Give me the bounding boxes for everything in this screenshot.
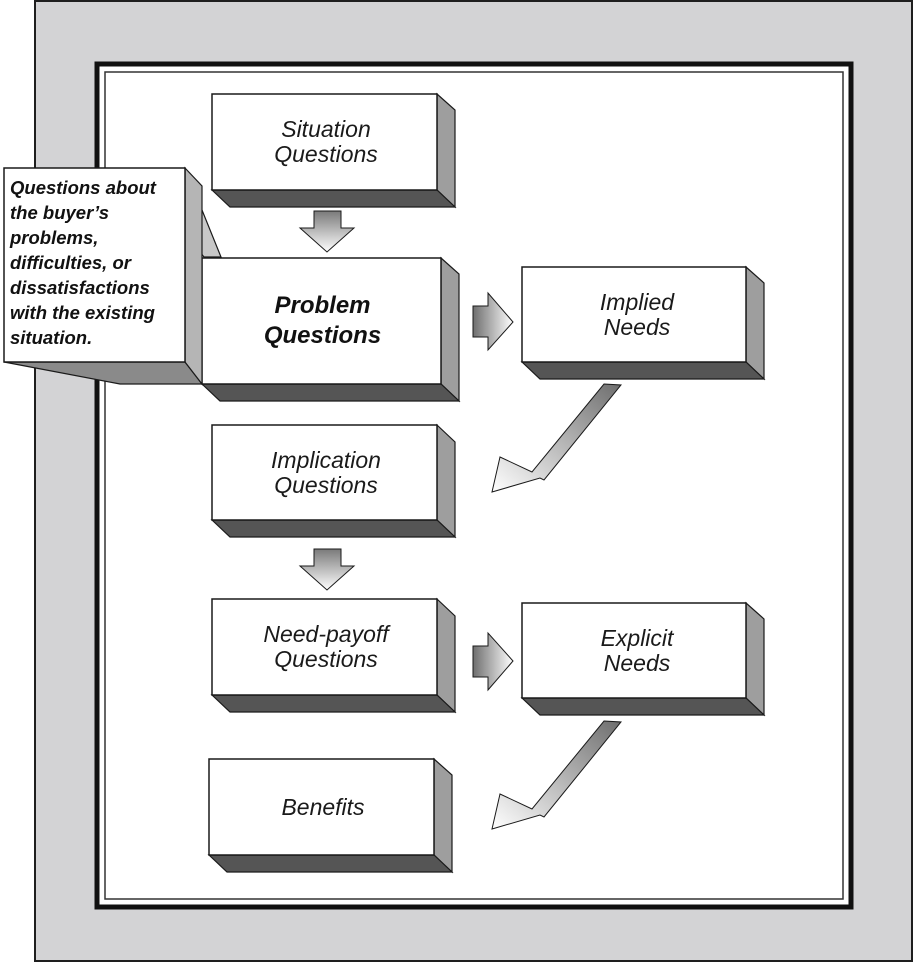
box-implied (520, 265, 766, 381)
label-situation-line2: Questions (274, 141, 378, 167)
label-problem-line1: Problem (274, 292, 371, 319)
label-implied-line2: Needs (603, 313, 671, 340)
label-implied: Implied Needs (522, 267, 752, 362)
box-explicit (520, 601, 766, 717)
arrow-right-1 (472, 291, 514, 352)
label-problem: Problem Questions (202, 258, 443, 384)
callout-line-3: problems, (10, 227, 99, 248)
callout (3, 166, 222, 386)
label-needpayoff: Need-payoff Questions (212, 599, 440, 695)
label-implication-line1: Implication (271, 446, 381, 473)
inner-panel-border (104, 71, 844, 900)
arrow-right-2 (472, 631, 514, 692)
label-implied-line1: Implied (599, 288, 675, 315)
label-explicit-line1: Explicit (600, 624, 674, 651)
callout-line-6: with the existing (10, 302, 155, 323)
box-needpayoff (210, 597, 457, 714)
callout-line-1: Questions about (10, 177, 156, 198)
label-needpayoff-line2: Questions (274, 646, 378, 672)
label-benefits: Benefits (209, 759, 437, 855)
label-explicit-line2: Needs (603, 649, 671, 676)
arrow-down-2 (298, 548, 356, 591)
callout-line-4: difficulties, or (10, 252, 131, 273)
callout-text: Questions about the buyer’s problems, di… (10, 175, 188, 350)
callout-line-5: dissatisfactions (10, 277, 150, 298)
label-benefits-line1: Benefits (281, 793, 365, 820)
label-situation: Situation Questions (212, 94, 440, 190)
arrow-down-1 (298, 210, 356, 253)
box-implication (210, 423, 457, 539)
label-implication: Implication Questions (212, 425, 440, 520)
label-problem-line2: Questions (263, 322, 382, 349)
label-needpayoff-line1: Need-payoff (263, 621, 389, 647)
label-explicit: Explicit Needs (522, 603, 752, 698)
box-problem (200, 256, 461, 403)
label-implication-line2: Questions (274, 471, 378, 498)
callout-line-7: situation. (10, 327, 93, 348)
label-situation-line1: Situation (281, 116, 371, 142)
box-benefits (207, 757, 454, 874)
arrow-diagonal-1 (491, 383, 623, 493)
arrow-diagonal-2 (491, 720, 623, 830)
callout-line-2: the buyer’s (10, 202, 110, 223)
box-situation (210, 92, 457, 209)
